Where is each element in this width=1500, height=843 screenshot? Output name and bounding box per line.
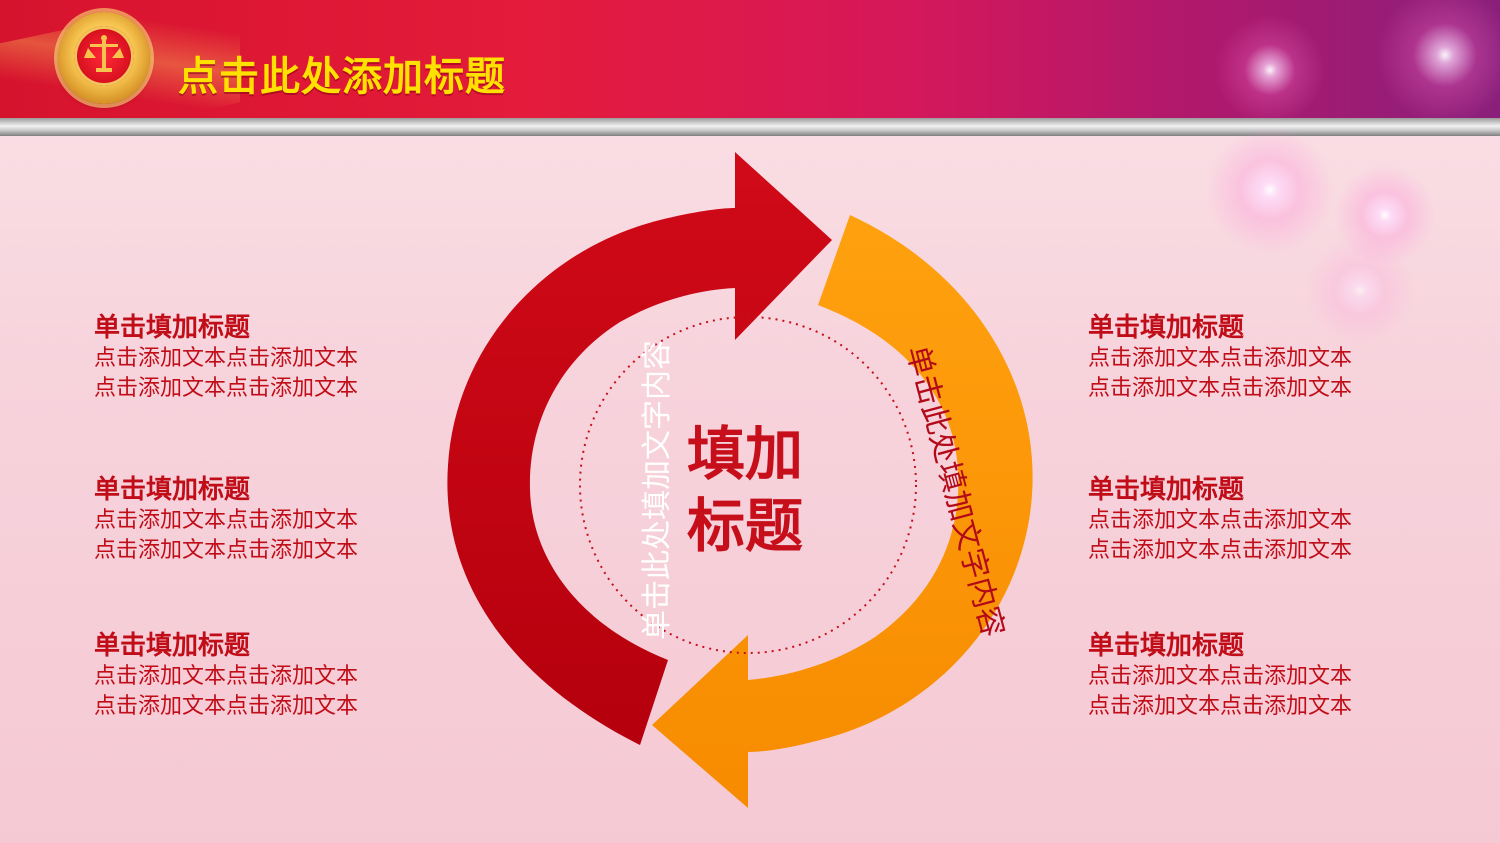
right-text-block-1[interactable]: 单击填加标题 点击添加文本点击添加文本 点击添加文本点击添加文本 (1088, 312, 1408, 404)
block-title: 单击填加标题 (94, 313, 251, 343)
block-text: 点击添加文本点击添加文本 (1088, 694, 1353, 719)
block-title: 单击填加标题 (94, 631, 251, 661)
cycle-diagram (447, 152, 1033, 808)
right-text-block-3[interactable]: 单击填加标题 点击添加文本点击添加文本 点击添加文本点击添加文本 (1088, 630, 1408, 722)
block-text: 点击添加文本点击添加文本 (94, 664, 359, 689)
page-title[interactable]: 点击此处添加标题 (178, 54, 506, 100)
block-text: 点击添加文本点击添加文本 (1088, 346, 1353, 371)
header-divider (0, 118, 1500, 136)
block-text: 点击添加文本点击添加文本 (94, 376, 359, 401)
court-emblem-icon (58, 12, 150, 104)
left-text-block-1[interactable]: 单击填加标题 点击添加文本点击添加文本 点击添加文本点击添加文本 (94, 312, 414, 404)
block-title: 单击填加标题 (1088, 631, 1245, 661)
block-text: 点击添加文本点击添加文本 (94, 346, 359, 371)
center-title-line: 标题 (686, 492, 803, 560)
block-text: 点击添加文本点击添加文本 (94, 694, 359, 719)
red-cycle-arrow (447, 152, 832, 745)
dotted-center-circle (579, 316, 917, 654)
block-text: 点击添加文本点击添加文本 (1088, 376, 1353, 401)
block-text: 点击添加文本点击添加文本 (1088, 664, 1353, 689)
right-text-block-2[interactable]: 单击填加标题 点击添加文本点击添加文本 点击添加文本点击添加文本 (1088, 474, 1408, 566)
left-text-block-2[interactable]: 单击填加标题 点击添加文本点击添加文本 点击添加文本点击添加文本 (94, 474, 414, 566)
block-text: 点击添加文本点击添加文本 (94, 508, 359, 533)
orange-cycle-arrow (652, 215, 1033, 808)
left-text-block-3[interactable]: 单击填加标题 点击添加文本点击添加文本 点击添加文本点击添加文本 (94, 630, 414, 722)
block-title: 单击填加标题 (1088, 313, 1245, 343)
firework-decoration (1300, 230, 1420, 350)
left-arc-text[interactable]: 单击此处填加文字内容 (640, 340, 675, 640)
scales-icon (84, 35, 124, 72)
block-text: 点击添加文本点击添加文本 (1088, 508, 1353, 533)
firework-decoration (1210, 10, 1330, 130)
header-banner (0, 0, 1500, 158)
block-title: 单击填加标题 (1088, 475, 1245, 505)
block-title: 单击填加标题 (94, 475, 251, 505)
firework-decoration (1200, 120, 1340, 260)
block-text: 点击添加文本点击添加文本 (94, 538, 359, 563)
center-title-line: 填加 (686, 420, 803, 488)
firework-decoration (1370, 0, 1500, 130)
block-text: 点击添加文本点击添加文本 (1088, 538, 1353, 563)
center-title[interactable]: 填加 标题 (655, 418, 835, 562)
